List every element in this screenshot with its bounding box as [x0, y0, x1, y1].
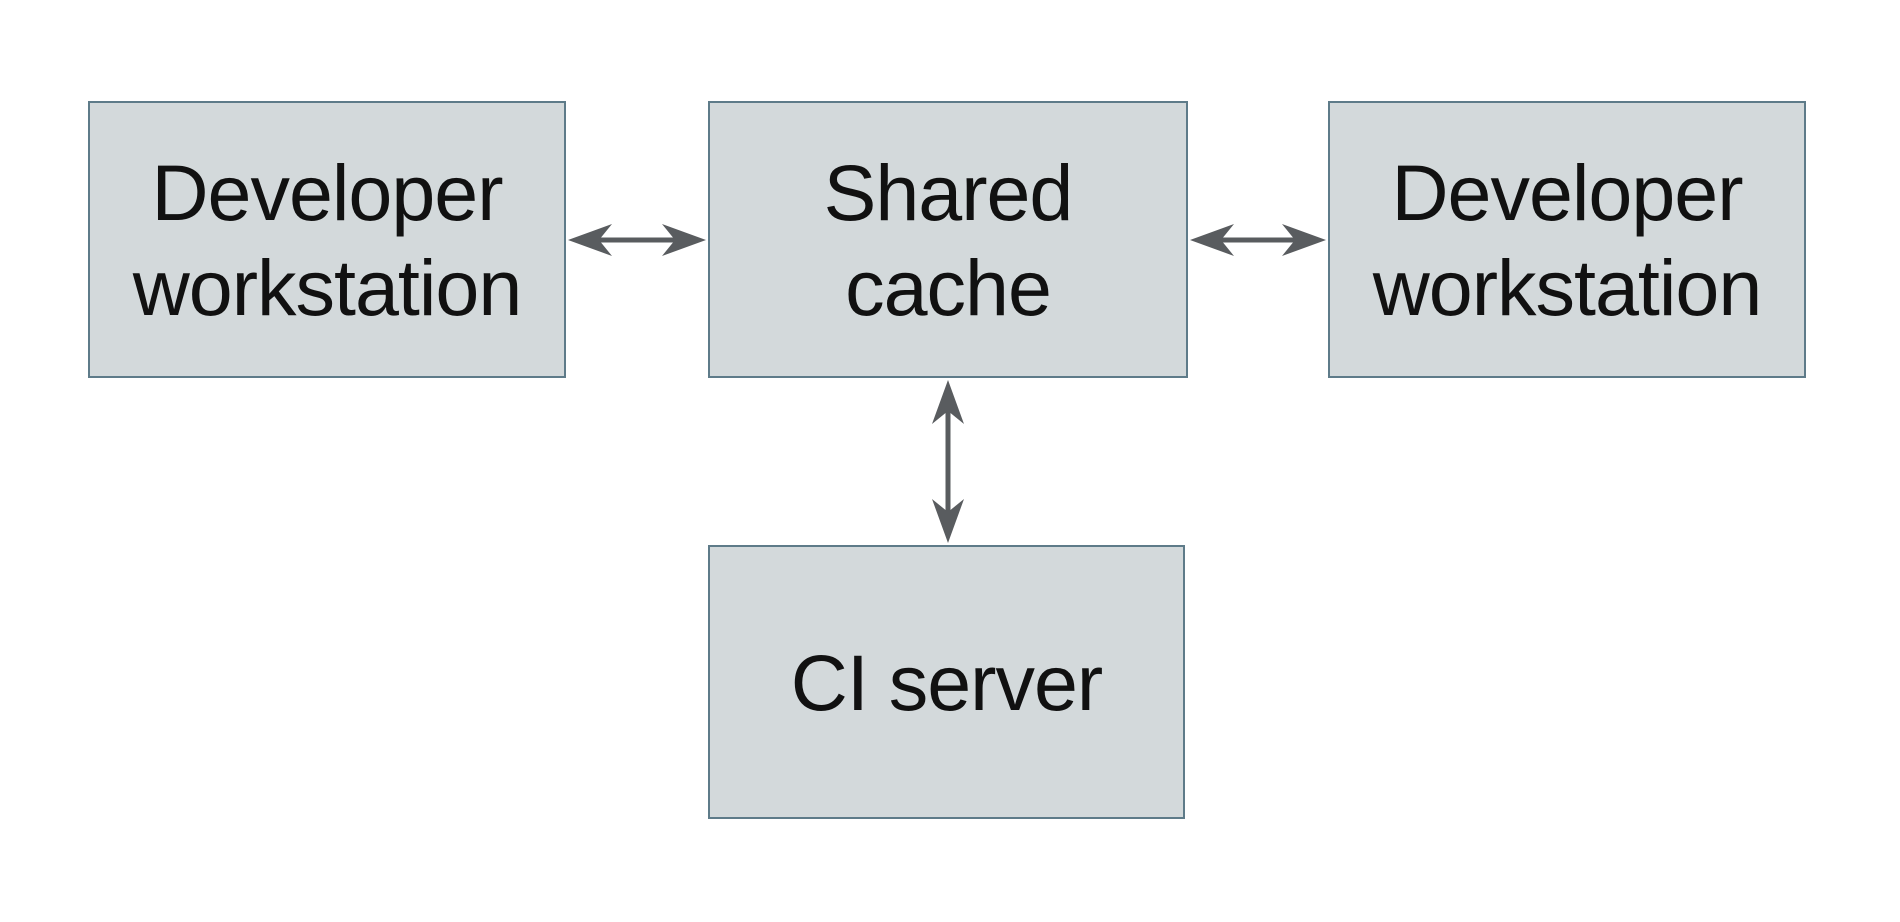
edge-cache-ciserver-bidirectional-arrow [932, 380, 964, 543]
edge-devleft-cache-bidirectional-arrow [568, 224, 706, 256]
arrowhead-left-icon [568, 224, 612, 256]
node-label-line: workstation [1372, 242, 1763, 332]
node-label-line: CI server [790, 637, 1103, 727]
node-label-line: Developer [151, 147, 503, 237]
node-label-line: Shared [823, 147, 1074, 237]
arrowhead-right-icon [1282, 224, 1326, 256]
node-label-line: cache [845, 242, 1052, 332]
arrowhead-right-icon [662, 224, 706, 256]
node-shared-cache: Shared cache [708, 101, 1188, 378]
node-label-line: workstation [132, 242, 523, 332]
node-ci-server: CI server [708, 545, 1185, 819]
arrowhead-down-icon [932, 499, 964, 543]
arrowhead-left-icon [1190, 224, 1234, 256]
edge-cache-devright-bidirectional-arrow [1190, 224, 1326, 256]
node-developer-workstation-right: Developer workstation [1328, 101, 1806, 378]
arrowhead-up-icon [932, 380, 964, 424]
node-developer-workstation-left: Developer workstation [88, 101, 566, 378]
node-label-line: Developer [1391, 147, 1743, 237]
